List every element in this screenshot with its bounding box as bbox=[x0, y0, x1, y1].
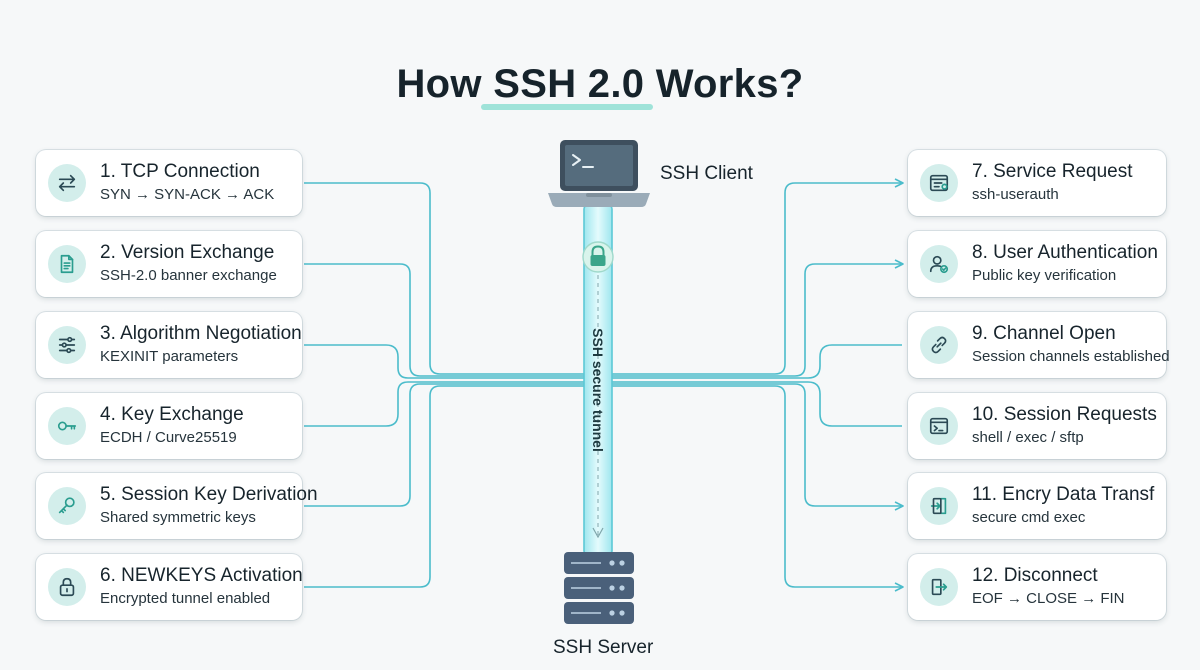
client-label: SSH Client bbox=[660, 163, 753, 184]
tunnel-label: SSH secure tunnel bbox=[590, 328, 606, 452]
connector-step-8 bbox=[612, 263, 902, 377]
step-card-11: 11. Encry Data Transf secure cmd exec bbox=[908, 473, 1166, 539]
step-subtitle: Shared symmetric keys bbox=[100, 509, 256, 526]
tunnel-lock-icon bbox=[582, 241, 614, 273]
step-subtitle: ssh-userauth bbox=[972, 186, 1059, 203]
step-title: 8. User Authentication bbox=[972, 242, 1158, 263]
left-connectors bbox=[304, 182, 584, 588]
step-card-12: 12. Disconnect EOF → CLOSE → FIN bbox=[908, 554, 1166, 620]
key-icon bbox=[48, 407, 86, 445]
connector-step-9 bbox=[612, 344, 902, 379]
step-subtitle: SSH-2.0 banner exchange bbox=[100, 267, 277, 284]
step-title: 2. Version Exchange bbox=[100, 242, 275, 263]
step-card-8: 8. User Authentication Public key verifi… bbox=[908, 231, 1166, 297]
terminal-window-icon bbox=[920, 407, 958, 445]
connector-step-1 bbox=[304, 182, 584, 375]
server-rack-icon bbox=[564, 552, 634, 624]
step-subtitle: KEXINIT parameters bbox=[100, 348, 239, 365]
step-card-10: 10. Session Requests shell / exec / sftp bbox=[908, 393, 1166, 459]
arrows-exchange-icon bbox=[48, 164, 86, 202]
lock-icon bbox=[48, 568, 86, 606]
step-subtitle: Public key verification bbox=[972, 267, 1117, 284]
page-title: How SSH 2.0 Works? bbox=[396, 62, 804, 106]
step-title: 4. Key Exchange bbox=[100, 404, 244, 425]
door-enter-icon bbox=[920, 487, 958, 525]
step-subtitle: secure cmd exec bbox=[972, 509, 1086, 526]
link-icon bbox=[920, 326, 958, 364]
connector-step-3 bbox=[304, 344, 584, 379]
door-exit-icon bbox=[920, 568, 958, 606]
step-title: 10. Session Requests bbox=[972, 404, 1157, 425]
step-subtitle: SYN → SYN-ACK → ACK bbox=[100, 186, 275, 203]
connector-step-12 bbox=[612, 385, 902, 588]
document-icon bbox=[48, 245, 86, 283]
connector-step-10 bbox=[612, 381, 902, 427]
step-title: 12. Disconnect bbox=[972, 565, 1098, 586]
step-title: 1. TCP Connection bbox=[100, 161, 260, 182]
step-title: 7. Service Request bbox=[972, 161, 1133, 182]
step-card-1: 1. TCP Connection SYN → SYN-ACK → ACK bbox=[36, 150, 302, 216]
connector-step-4 bbox=[304, 381, 584, 427]
step-card-5: 5. Session Key Derivation Shared symmetr… bbox=[36, 473, 318, 539]
step-card-2: 2. Version Exchange SSH-2.0 banner excha… bbox=[36, 231, 302, 297]
step-subtitle: shell / exec / sftp bbox=[972, 429, 1084, 446]
connector-step-11 bbox=[612, 383, 902, 507]
browser-window-icon bbox=[920, 164, 958, 202]
step-card-9: 9. Channel Open Session channels establi… bbox=[908, 312, 1170, 378]
step-card-7: 7. Service Request ssh-userauth bbox=[908, 150, 1166, 216]
server-label: SSH Server bbox=[553, 637, 654, 658]
user-check-icon bbox=[920, 245, 958, 283]
step-title: 3. Algorithm Negotiation bbox=[100, 323, 302, 344]
step-subtitle: EOF → CLOSE → FIN bbox=[972, 590, 1125, 607]
step-card-4: 4. Key Exchange ECDH / Curve25519 bbox=[36, 393, 302, 459]
step-title: 5. Session Key Derivation bbox=[100, 484, 318, 505]
connector-step-7 bbox=[612, 182, 902, 375]
step-card-3: 3. Algorithm Negotiation KEXINIT paramet… bbox=[36, 312, 302, 378]
step-title: 9. Channel Open bbox=[972, 323, 1116, 344]
step-subtitle: Session channels established bbox=[972, 348, 1170, 365]
step-subtitle: Encrypted tunnel enabled bbox=[100, 590, 271, 607]
connector-step-6 bbox=[304, 385, 584, 588]
key-icon bbox=[48, 487, 86, 525]
step-title: 11. Encry Data Transf bbox=[972, 484, 1155, 505]
sliders-icon bbox=[48, 326, 86, 364]
right-connectors bbox=[612, 178, 904, 592]
step-subtitle: ECDH / Curve25519 bbox=[100, 429, 237, 446]
laptop-terminal-icon bbox=[548, 140, 650, 207]
connector-step-5 bbox=[304, 383, 584, 507]
connector-step-2 bbox=[304, 263, 584, 377]
title-highlight bbox=[481, 104, 653, 110]
step-card-6: 6. NEWKEYS Activation Encrypted tunnel e… bbox=[36, 554, 303, 620]
step-title: 6. NEWKEYS Activation bbox=[100, 565, 303, 586]
